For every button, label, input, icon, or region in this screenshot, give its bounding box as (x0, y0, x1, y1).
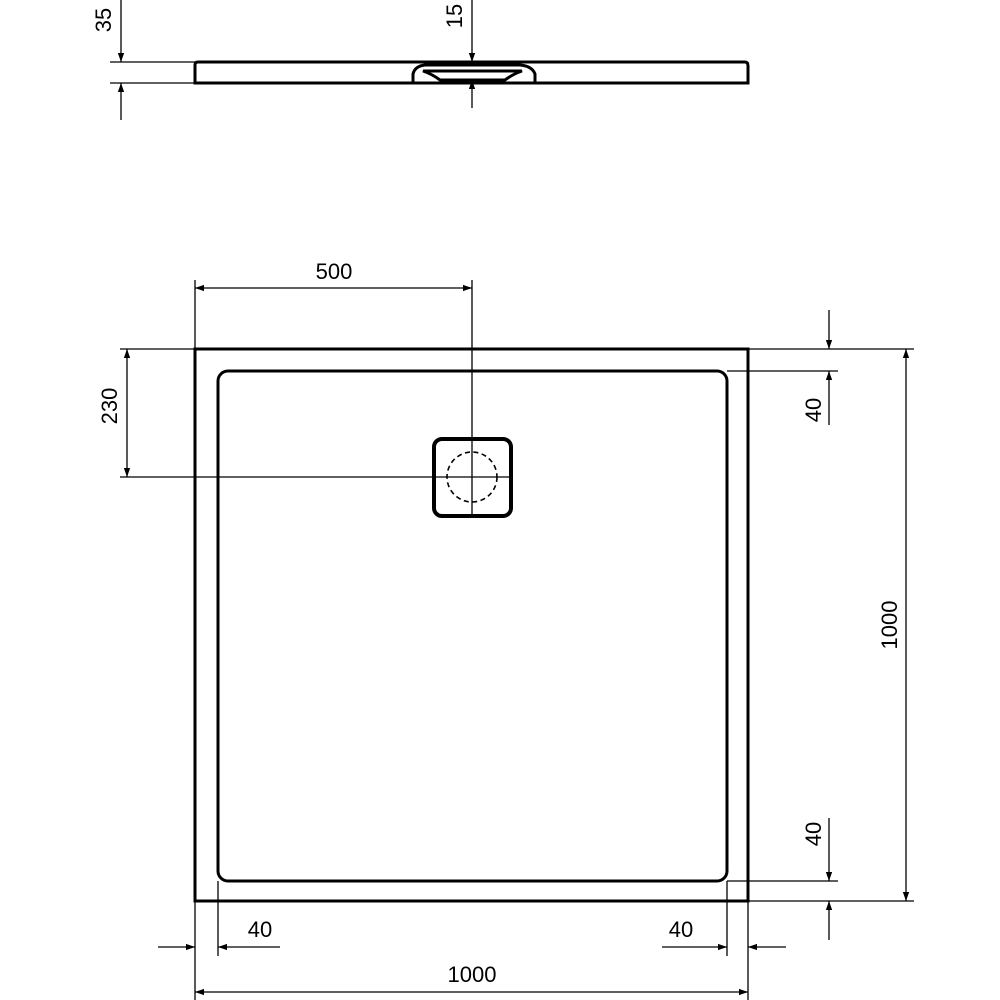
drain-y-dimension-label: 230 (97, 388, 122, 425)
drain-depth-label: 15 (442, 4, 467, 28)
bottom-rim-dimension-label: 40 (801, 822, 826, 846)
top-rim-dimension-label: 40 (801, 398, 826, 422)
profile-view: 35 15 (91, 0, 750, 120)
right-rim-dimension-label: 40 (669, 917, 693, 942)
drain-x-dimension-label: 500 (316, 259, 353, 284)
width-dimension-label: 1000 (448, 962, 497, 987)
depth-dimension-label: 1000 (877, 601, 902, 650)
plan-view: 500 230 40 1000 40 40 40 (97, 259, 914, 1000)
drain-recess (411, 63, 537, 83)
height-dimension-label: 35 (91, 8, 116, 32)
left-rim-dimension-label: 40 (248, 917, 272, 942)
tray-profile (193, 60, 750, 85)
